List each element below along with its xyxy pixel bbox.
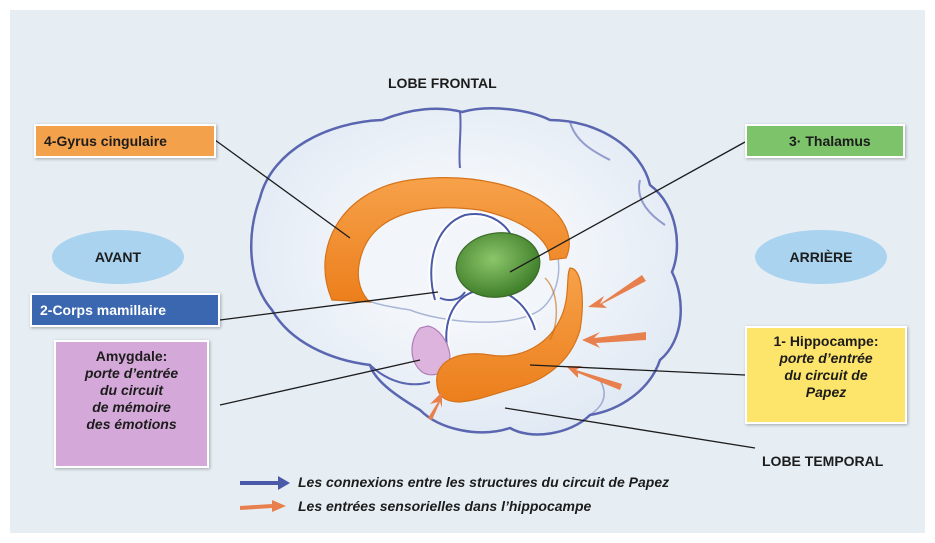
box-thalamus-label: 3· Thalamus [789, 133, 871, 149]
box-amygdale: Amygdale: porte d’entrée du circuit de m… [54, 340, 209, 468]
legend-orange-arrow [240, 500, 286, 512]
hippocampe-line-3: Papez [751, 384, 901, 401]
diagram-canvas: LOBE FRONTAL LOBE TEMPORAL AVANT ARRIÈRE… [10, 10, 925, 533]
label-arriere: ARRIÈRE [789, 249, 852, 265]
box-gyrus-label: 4-Gyrus cingulaire [44, 133, 167, 149]
amygdale-line-4: des émotions [60, 416, 203, 433]
hippocampe-line-1: porte d’entrée [751, 350, 901, 367]
label-lobe-temporal: LOBE TEMPORAL [762, 453, 883, 469]
ellipse-arriere: ARRIÈRE [755, 230, 887, 284]
amygdale-line-3: de mémoire [60, 399, 203, 416]
amygdale-line-1: porte d’entrée [60, 365, 203, 382]
amygdale-title: Amygdale: [60, 348, 203, 365]
box-thalamus: 3· Thalamus [745, 124, 905, 158]
label-avant: AVANT [95, 249, 141, 265]
amygdale-line-2: du circuit [60, 382, 203, 399]
label-lobe-frontal: LOBE FRONTAL [388, 75, 497, 91]
legend-blue-text: Les connexions entre les structures du c… [298, 474, 669, 490]
legend-orange-text: Les entrées sensorielles dans l’hippocam… [298, 498, 591, 514]
legend-blue-arrow [240, 476, 290, 490]
box-hippocampe: 1- Hippocampe: porte d’entrée du circuit… [745, 326, 907, 424]
box-corps-mamillaire: 2-Corps mamillaire [30, 293, 220, 327]
hippocampe-line-2: du circuit de [751, 367, 901, 384]
hippocampe-title: 1- Hippocampe: [751, 333, 901, 350]
box-corps-label: 2-Corps mamillaire [40, 302, 166, 318]
ellipse-avant: AVANT [52, 230, 184, 284]
box-gyrus-cingulaire: 4-Gyrus cingulaire [34, 124, 216, 158]
